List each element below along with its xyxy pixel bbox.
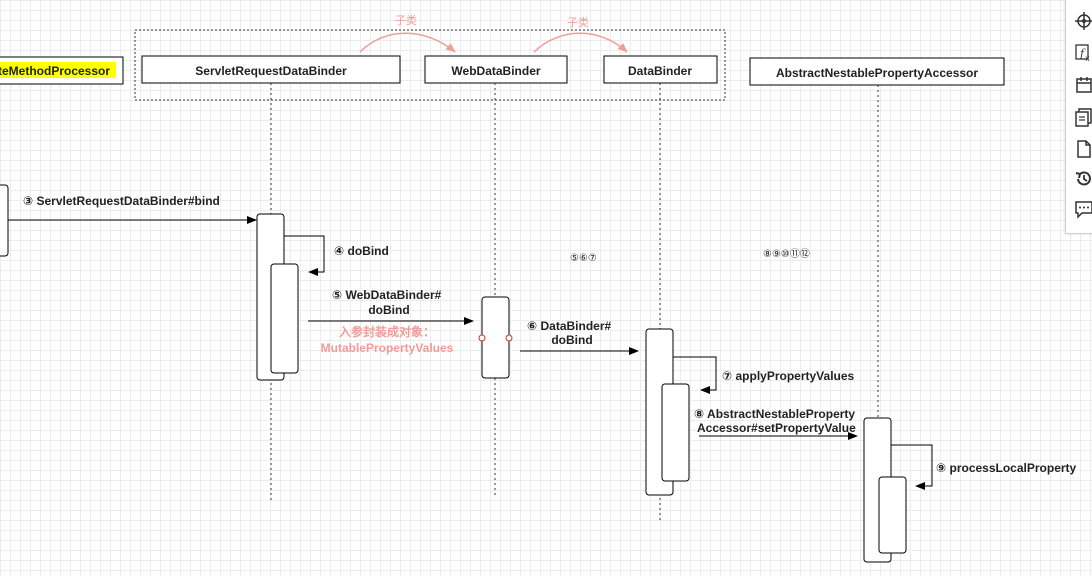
message-applypropertyvalues-arrow [673,356,717,394]
message-applypropertyvalues-label: ⑦ applyPropertyValues [722,369,855,383]
participant-method-processor-label: teMethodProcessor [0,64,110,78]
subclass-label-1: 子类 [395,13,417,27]
participant-web-data-binder[interactable]: WebDataBinder [424,55,568,84]
svg-text:f: f [1079,47,1086,60]
history-icon[interactable] [1072,167,1092,191]
connection-point-right [505,334,513,342]
function-icon[interactable]: f x [1072,41,1092,65]
activation-web-binder [481,296,510,379]
participant-abstract-nestable-property-accessor[interactable]: AbstractNestablePropertyAccessor [749,57,1005,86]
participant-web-binder-label: WebDataBinder [451,64,540,78]
message-webdatabinder-dobind-line1: ⑤ WebDataBinder# [332,288,442,302]
comment-icon[interactable] [1072,197,1092,221]
activation-data-binder-nested [661,383,690,482]
message-processlocalproperty-label: ⑨ processLocalProperty [936,461,1077,475]
subclass-label-2: 子类 [567,15,589,29]
highlight-mark [0,62,116,78]
message-databinder-dobind-line2: doBind [551,333,592,347]
note-params-wrapped-line2: MutablePropertyValues [321,341,454,355]
pages-icon[interactable] [1072,105,1092,129]
document-icon[interactable] [1072,137,1092,161]
message-setpropertyvalue-line2: Accessor#setPropertyValue [697,421,856,435]
activation-caller [0,184,9,257]
participant-servlet-request-data-binder[interactable]: ServletRequestDataBinder [141,55,401,84]
activation-accessor-nested [878,476,907,554]
participant-data-binder-label: DataBinder [628,64,692,78]
message-webdatabinder-dobind-line2: doBind [368,303,409,317]
subclass-arrow-1 [359,32,456,53]
message-databinder-dobind-line1: ⑥ DataBinder# [527,319,612,333]
step-group-a: ⑤⑥⑦ [570,253,597,264]
participant-method-processor[interactable]: teMethodProcessor [0,56,124,85]
participant-data-binder[interactable]: DataBinder [603,55,718,84]
message-setpropertyvalue-line1: ⑧ AbstractNestableProperty [694,407,855,421]
participant-accessor-label: AbstractNestablePropertyAccessor [776,66,978,80]
binder-group-frame [134,29,726,101]
participant-servlet-binder-label: ServletRequestDataBinder [195,64,347,78]
calendar-icon[interactable] [1072,73,1092,97]
subclass-arrow-2 [533,32,628,53]
step-group-b: ⑧⑨⑩⑪⑫ [763,248,810,260]
note-params-wrapped-line1: 入参封装成对象： [339,324,435,339]
message-dobind-self-arrow [284,235,325,276]
message-processlocalproperty-arrow [891,444,933,490]
activation-servlet-binder-nested [270,263,299,374]
connection-point-left [478,334,486,342]
svg-text:x: x [1085,54,1090,63]
right-toolbar: f x [1065,0,1092,234]
message-dobind-label: ④ doBind [334,244,389,258]
compass-icon[interactable] [1072,9,1092,33]
message-bind-label: ③ ServletRequestDataBinder#bind [23,194,220,208]
